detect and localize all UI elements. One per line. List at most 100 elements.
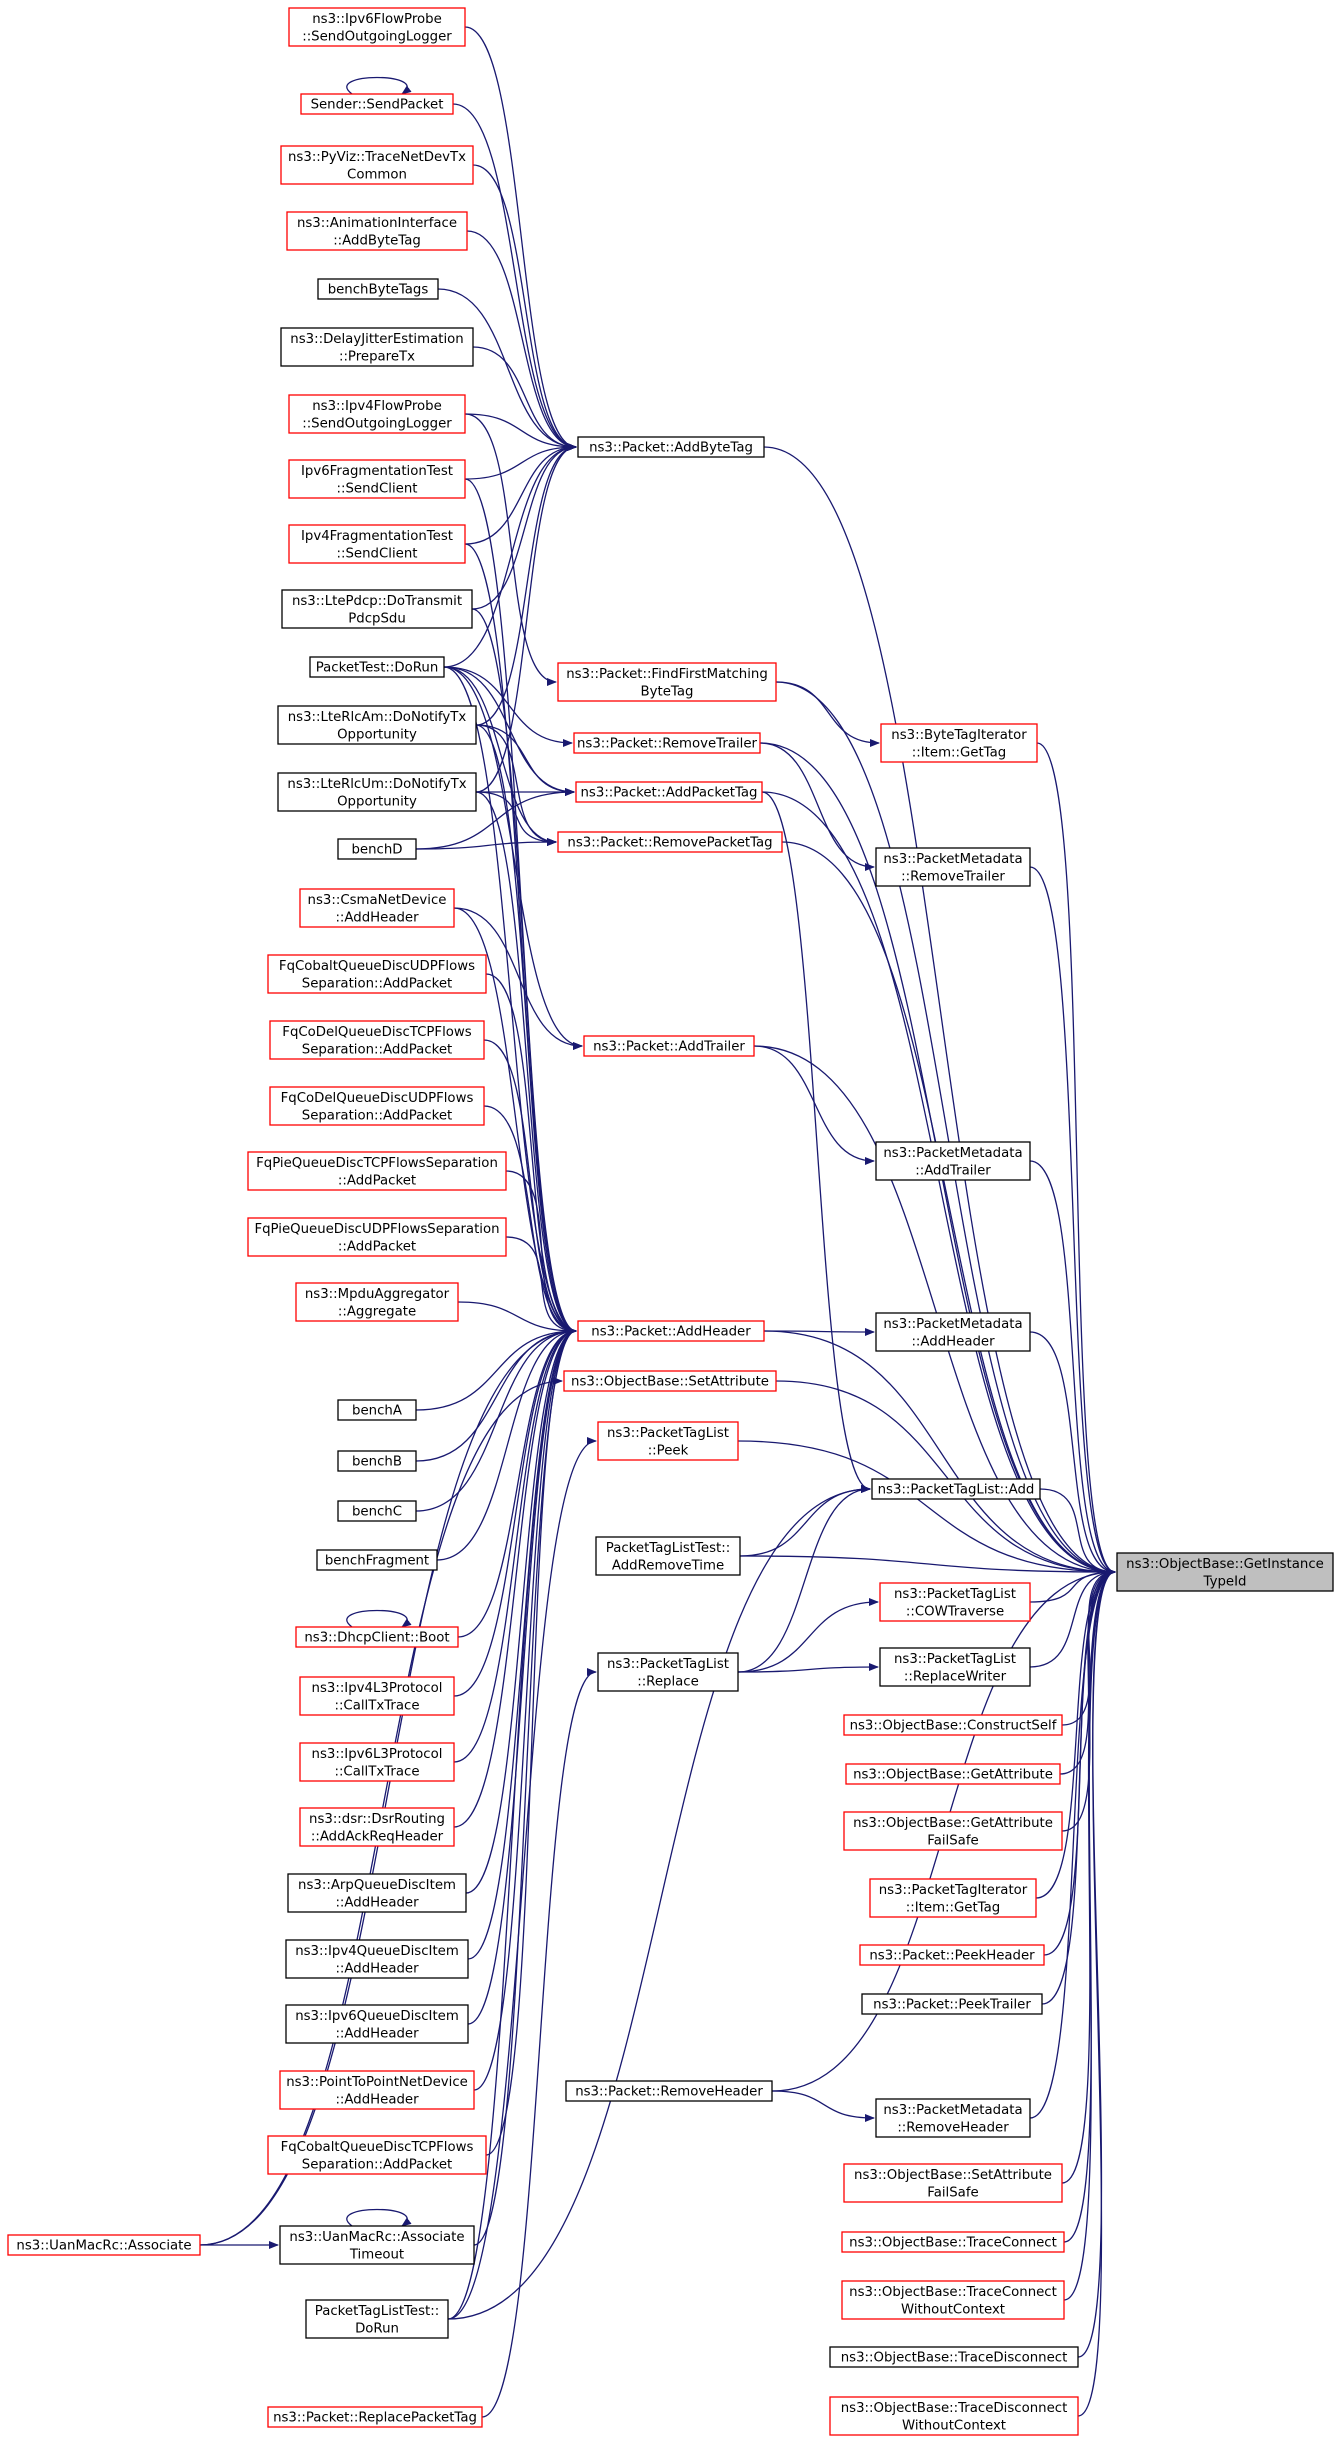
node-pmremoveheader[interactable]: ns3::PacketMetadata::RemoveHeader bbox=[875, 2098, 1031, 2138]
edge-fqcodeludp-to-addheader bbox=[483, 1105, 577, 1335]
node-pmaddtrailer[interactable]: ns3::PacketMetadata::AddTrailer bbox=[875, 1141, 1031, 1181]
edge-sender-to-sender bbox=[346, 76, 412, 95]
node-arpqdi[interactable]: ns3::ArpQueueDiscItem::AddHeader bbox=[287, 1873, 467, 1913]
node-ptiitemgettag[interactable]: ns3::PacketTagIterator::Item::GetTag bbox=[869, 1878, 1037, 1918]
node-ipv6frag[interactable]: Ipv6FragmentationTest::SendClient bbox=[288, 459, 466, 499]
node-fqcodeltcp[interactable]: FqCoDelQueueDiscTCPFlowsSeparation::AddP… bbox=[269, 1020, 485, 1060]
node-replacepackettag[interactable]: ns3::Packet::ReplacePacketTag bbox=[267, 2406, 483, 2428]
node-box bbox=[337, 838, 417, 860]
node-label: ::Aggregate bbox=[338, 1304, 416, 1319]
node-ptltestaddremove[interactable]: PacketTagListTest::AddRemoveTime bbox=[595, 1536, 741, 1576]
node-addbytetag[interactable]: ns3::Packet::AddByteTag bbox=[577, 436, 765, 458]
node-benchbytetags[interactable]: benchByteTags bbox=[317, 278, 439, 300]
node-ptltestdorun[interactable]: PacketTagListTest::DoRun bbox=[305, 2299, 449, 2339]
node-bencha[interactable]: benchA bbox=[337, 1399, 417, 1421]
node-label: PacketTest::DoRun bbox=[316, 661, 439, 676]
node-label: ::AddByteTag bbox=[333, 233, 421, 248]
node-ptladd[interactable]: ns3::PacketTagList::Add bbox=[871, 1478, 1041, 1500]
node-fqcodeludp[interactable]: FqCoDelQueueDiscUDPFlowsSeparation::AddP… bbox=[269, 1086, 485, 1126]
node-ptlcow[interactable]: ns3::PacketTagList::COWTraverse bbox=[879, 1582, 1031, 1622]
node-pmremovetrailer[interactable]: ns3::PacketMetadata::RemoveTrailer bbox=[875, 847, 1031, 887]
node-removepackettag[interactable]: ns3::Packet::RemovePacketTag bbox=[557, 831, 783, 853]
node-label: ns3::dsr::DsrRouting bbox=[309, 1812, 445, 1827]
node-box bbox=[269, 1020, 485, 1060]
node-ipv4l3[interactable]: ns3::Ipv4L3Protocol::CallTxTrace bbox=[299, 1676, 455, 1716]
node-fqpietcp[interactable]: FqPieQueueDiscTCPFlowsSeparation::AddPac… bbox=[247, 1151, 507, 1191]
node-label: ::CallTxTrace bbox=[334, 1764, 419, 1779]
node-tracedisconnectwc[interactable]: ns3::ObjectBase::TraceDisconnectWithoutC… bbox=[829, 2396, 1079, 2436]
node-box bbox=[843, 2163, 1063, 2203]
node-addheader[interactable]: ns3::Packet::AddHeader bbox=[577, 1320, 765, 1342]
node-mpdu[interactable]: ns3::MpduAggregator::Aggregate bbox=[295, 1282, 459, 1322]
node-benchc[interactable]: benchC bbox=[337, 1500, 417, 1522]
node-uanassoc[interactable]: ns3::UanMacRc::Associate bbox=[7, 2234, 201, 2256]
node-benchb[interactable]: benchB bbox=[337, 1450, 417, 1472]
node-removeheader[interactable]: ns3::Packet::RemoveHeader bbox=[565, 2080, 773, 2102]
node-tracedisconnect[interactable]: ns3::ObjectBase::TraceDisconnect bbox=[829, 2346, 1079, 2368]
node-box bbox=[280, 145, 474, 185]
node-label: ns3::Packet::RemoveTrailer bbox=[577, 737, 758, 752]
node-label: Ipv4FragmentationTest bbox=[301, 529, 453, 544]
node-box bbox=[285, 2004, 469, 2044]
node-dhcpboot[interactable]: ns3::DhcpClient::Boot bbox=[295, 1626, 459, 1648]
node-benchfragment[interactable]: benchFragment bbox=[316, 1549, 438, 1571]
node-ipv4qdi[interactable]: ns3::Ipv4QueueDiscItem::AddHeader bbox=[285, 1939, 469, 1979]
node-traceconnect[interactable]: ns3::ObjectBase::TraceConnect bbox=[841, 2231, 1065, 2253]
node-ipv4frag[interactable]: Ipv4FragmentationTest::SendClient bbox=[288, 524, 466, 564]
node-fqpieudp[interactable]: FqPieQueueDiscUDPFlowsSeparation::AddPac… bbox=[247, 1217, 507, 1257]
node-sender[interactable]: Sender::SendPacket bbox=[300, 93, 454, 115]
node-box bbox=[277, 772, 477, 812]
node-dsr[interactable]: ns3::dsr::DsrRouting::AddAckReqHeader bbox=[299, 1807, 455, 1847]
node-pmaddheader[interactable]: ns3::PacketMetadata::AddHeader bbox=[875, 1312, 1031, 1352]
node-removetrailer[interactable]: ns3::Packet::RemoveTrailer bbox=[573, 732, 761, 754]
node-addpackettag[interactable]: ns3::Packet::AddPacketTag bbox=[575, 781, 763, 803]
node-benchd[interactable]: benchD bbox=[337, 838, 417, 860]
node-setattribute[interactable]: ns3::ObjectBase::SetAttribute bbox=[563, 1370, 777, 1392]
node-ipv6l3[interactable]: ns3::Ipv6L3Protocol::CallTxTrace bbox=[299, 1742, 455, 1782]
node-label: FqCoDelQueueDiscTCPFlows bbox=[282, 1025, 471, 1040]
node-delayjitter[interactable]: ns3::DelayJitterEstimation::PrepareTx bbox=[280, 327, 474, 367]
node-fqcobaltudp[interactable]: FqCobaltQueueDiscUDPFlowsSeparation::Add… bbox=[267, 954, 487, 994]
node-label: Ipv6FragmentationTest bbox=[301, 464, 453, 479]
node-btiitemgettag[interactable]: ns3::ByteTagIterator::Item::GetTag bbox=[880, 723, 1038, 763]
node-box bbox=[577, 436, 765, 458]
node-ipv6flowprobe[interactable]: ns3::Ipv6FlowProbe::SendOutgoingLogger bbox=[288, 7, 466, 47]
node-ptlreplacewriter[interactable]: ns3::PacketTagList::ReplaceWriter bbox=[879, 1647, 1031, 1687]
node-addtrailer[interactable]: ns3::Packet::AddTrailer bbox=[583, 1035, 755, 1057]
edge-animation-to-addbytetag bbox=[466, 230, 577, 451]
node-traceconnectwc[interactable]: ns3::ObjectBase::TraceConnectWithoutCont… bbox=[841, 2280, 1065, 2320]
edge-benchd-to-removepackettag bbox=[415, 838, 557, 850]
node-label: ns3::ObjectBase::GetAttribute bbox=[853, 1768, 1053, 1783]
node-box bbox=[287, 1873, 467, 1913]
edge-tracedisconnectwc-to-getinstancetypeid bbox=[1077, 1568, 1116, 2417]
node-peektrailer[interactable]: ns3::Packet::PeekTrailer bbox=[861, 1993, 1043, 2015]
node-getattribute[interactable]: ns3::ObjectBase::GetAttribute bbox=[845, 1763, 1061, 1785]
node-animation[interactable]: ns3::AnimationInterface::AddByteTag bbox=[286, 211, 468, 251]
node-ipv4flowprobe[interactable]: ns3::Ipv4FlowProbe::SendOutgoingLogger bbox=[288, 394, 466, 434]
node-csma[interactable]: ns3::CsmaNetDevice::AddHeader bbox=[299, 888, 455, 928]
node-p2p[interactable]: ns3::PointToPointNetDevice::AddHeader bbox=[279, 2070, 475, 2110]
node-label: FqCobaltQueueDiscUDPFlows bbox=[279, 959, 475, 974]
node-label: ns3::Packet::PeekHeader bbox=[869, 1949, 1035, 1964]
node-label: ns3::UanMacRc::Associate bbox=[289, 2230, 464, 2245]
edge-pmaddtrailer-to-getinstancetypeid bbox=[1029, 1160, 1116, 1576]
edge-ltepdcp-to-addbytetag bbox=[471, 443, 577, 610]
node-constructself[interactable]: ns3::ObjectBase::ConstructSelf bbox=[843, 1714, 1063, 1736]
node-ipv6qdi[interactable]: ns3::Ipv6QueueDiscItem::AddHeader bbox=[285, 2004, 469, 2044]
edge-ipv4flowprobe-to-addbytetag bbox=[464, 413, 577, 451]
node-fqcobalttcp[interactable]: FqCobaltQueueDiscTCPFlowsSeparation::Add… bbox=[267, 2135, 487, 2175]
node-label: ns3::Packet::RemoveHeader bbox=[575, 2085, 763, 2100]
node-ptlpeek[interactable]: ns3::PacketTagList::Peek bbox=[597, 1421, 739, 1461]
node-peekheader[interactable]: ns3::Packet::PeekHeader bbox=[859, 1944, 1045, 1966]
node-ptlreplace[interactable]: ns3::PacketTagList::Replace bbox=[597, 1652, 739, 1692]
node-packettest[interactable]: PacketTest::DoRun bbox=[309, 656, 445, 678]
